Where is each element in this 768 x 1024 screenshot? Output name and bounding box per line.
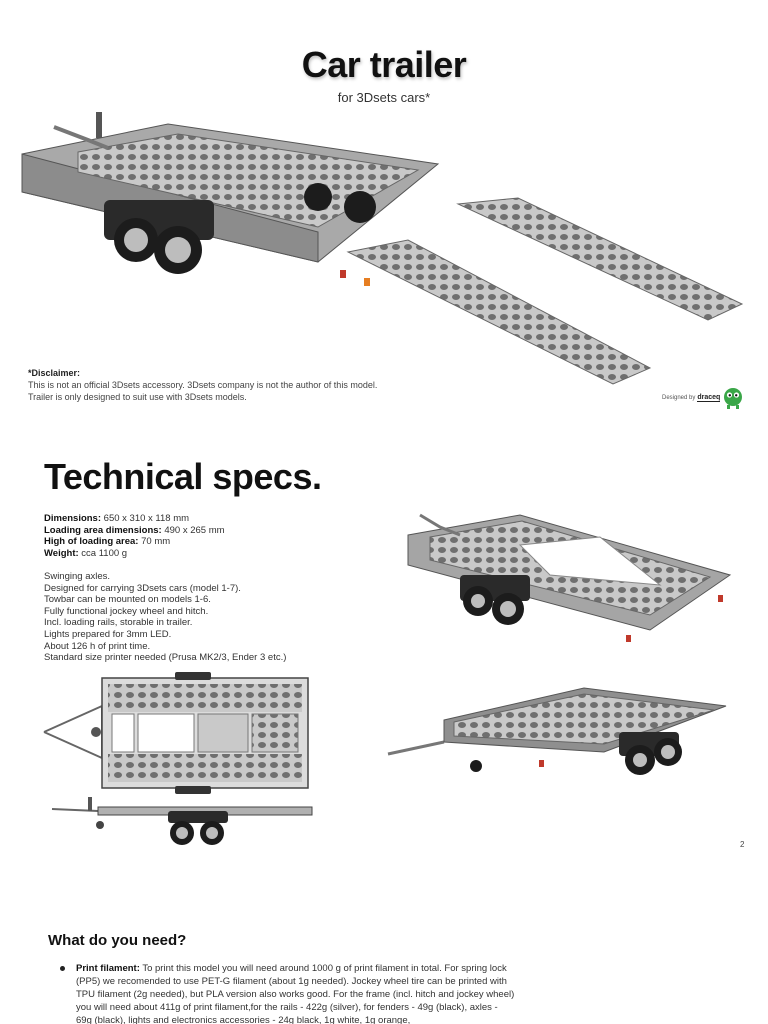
trailer-hero-illustration: [21, 112, 744, 385]
designer-credit: Designed by draceq: [662, 386, 744, 410]
credit-brand: draceq: [697, 394, 721, 402]
feature-item: Fully functional jockey wheel and hitch.: [44, 605, 209, 617]
bullet-icon: [60, 966, 65, 971]
disclaimer-line-1: This is not an official 3Dsets accessory…: [28, 380, 378, 390]
need-list: Print filament: To print this model you …: [60, 962, 515, 1024]
trailer-render-side-view: [387, 687, 727, 775]
need-heading: What do you need?: [48, 932, 187, 949]
page-title: Car trailer: [301, 44, 467, 85]
credit-label: Designed by: [662, 395, 696, 401]
spec-loading-height: High of loading area: 70 mm: [44, 536, 171, 548]
feature-item: About 126 h of print time.: [44, 640, 151, 652]
feature-item: Incl. loading rails, storable in trailer…: [44, 617, 193, 629]
disclaimer-heading: *Disclaimer:: [28, 368, 81, 378]
page-subtitle: for 3Dsets cars*: [337, 90, 431, 105]
feature-item: Standard size printer needed (Prusa MK2/…: [44, 652, 287, 664]
need-item-print-filament: Print filament: To print this model you …: [76, 963, 515, 1024]
specs-heading: Technical specs.: [44, 456, 322, 497]
trailer-render-rear-view: [407, 513, 732, 642]
feature-item: Towbar can be mounted on models 1-6.: [44, 594, 211, 606]
feature-item: Lights prepared for 3mm LED.: [44, 628, 172, 640]
spec-loading-area: Loading area dimensions: 490 x 265 mm: [44, 524, 225, 536]
spec-weight: Weight: cca 1100 g: [44, 547, 128, 559]
specs-list: Dimensions: 650 x 310 x 118 mm Loading a…: [44, 513, 344, 664]
disclaimer-line-2: Trailer is only designed to suit use wit…: [28, 392, 247, 402]
spec-dimensions: Dimensions: 650 x 310 x 118 mm: [44, 513, 190, 524]
feature-item: Swinging axles.: [44, 570, 111, 582]
trailer-top-view-drawing: [43, 672, 309, 794]
trailer-side-view-drawing: [51, 797, 313, 845]
page-number: 2: [740, 840, 745, 849]
feature-item: Designed for carrying 3Dsets cars (model…: [44, 582, 241, 594]
mascot-logo-icon: [724, 388, 743, 409]
disclaimer: *Disclaimer: This is not an official 3Ds…: [28, 367, 448, 403]
